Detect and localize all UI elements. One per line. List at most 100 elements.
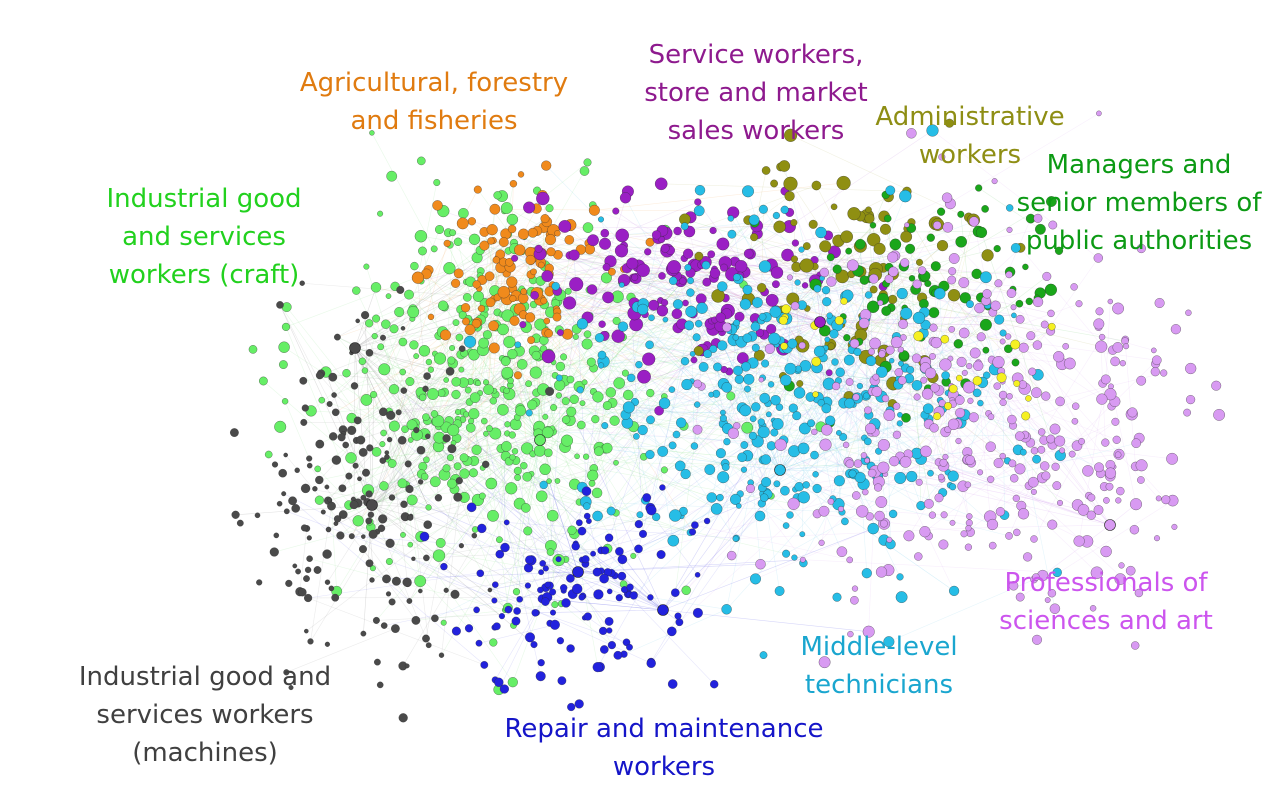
network-node xyxy=(352,515,364,527)
network-node xyxy=(996,372,1007,383)
network-node xyxy=(507,348,518,360)
network-edge xyxy=(279,304,367,473)
network-node xyxy=(534,318,547,331)
network-node xyxy=(609,415,620,426)
network-node xyxy=(520,461,528,470)
network-node xyxy=(434,494,443,502)
network-node xyxy=(379,481,389,491)
network-node xyxy=(773,480,781,488)
network-node xyxy=(555,361,566,372)
network-node xyxy=(710,503,723,515)
network-node xyxy=(525,409,533,417)
network-edge xyxy=(599,447,629,595)
network-node xyxy=(974,302,985,314)
network-edge xyxy=(1023,452,1056,609)
network-node xyxy=(571,583,583,595)
network-node xyxy=(927,469,934,477)
network-edge xyxy=(453,393,510,444)
network-node xyxy=(922,403,934,415)
network-node xyxy=(533,444,546,457)
network-edge xyxy=(527,396,665,532)
network-edge xyxy=(806,484,1010,537)
network-node xyxy=(754,510,766,522)
network-node xyxy=(1116,486,1125,496)
network-node xyxy=(576,318,589,330)
network-edge xyxy=(599,369,798,448)
network-edge xyxy=(354,361,592,387)
network-edge xyxy=(967,369,996,461)
network-edge xyxy=(577,493,768,573)
network-edge xyxy=(517,470,551,553)
network-node xyxy=(456,217,469,230)
network-node xyxy=(559,584,568,592)
network-node xyxy=(898,319,909,330)
network-edge xyxy=(802,559,1058,573)
network-node xyxy=(404,663,410,669)
network-node xyxy=(460,303,471,313)
network-edge xyxy=(574,454,651,485)
network-node xyxy=(1070,283,1078,291)
network-node xyxy=(636,511,644,519)
network-node xyxy=(418,461,428,471)
network-node xyxy=(896,573,904,581)
network-node xyxy=(438,652,445,658)
network-node xyxy=(1018,342,1029,353)
network-edge xyxy=(594,209,790,278)
network-node xyxy=(556,637,565,645)
network-node xyxy=(864,291,873,299)
network-node xyxy=(775,403,784,412)
network-node xyxy=(798,246,805,253)
network-edge xyxy=(686,384,822,544)
network-node xyxy=(471,444,482,455)
network-node xyxy=(405,376,415,387)
network-node xyxy=(716,493,724,502)
network-node xyxy=(1090,566,1104,579)
network-edge xyxy=(757,302,879,452)
network-node xyxy=(535,671,546,682)
network-node xyxy=(750,233,759,242)
network-edge xyxy=(364,234,551,371)
network-edge xyxy=(371,504,475,536)
network-node xyxy=(774,438,787,451)
network-edge xyxy=(384,229,440,370)
network-node xyxy=(782,522,790,529)
network-node xyxy=(541,270,554,283)
network-node xyxy=(377,210,384,217)
network-node xyxy=(478,337,490,349)
network-node xyxy=(1047,322,1056,331)
network-node xyxy=(769,305,782,318)
network-node xyxy=(440,619,447,626)
network-edge xyxy=(875,303,1080,378)
network-edge xyxy=(615,368,791,514)
network-node xyxy=(878,350,886,358)
network-node xyxy=(994,314,1005,325)
network-edge xyxy=(828,372,954,477)
network-node xyxy=(933,412,942,421)
network-edge xyxy=(753,195,790,223)
network-edge xyxy=(504,439,541,611)
network-node xyxy=(365,348,374,357)
network-node xyxy=(906,128,917,139)
network-edge xyxy=(836,251,849,326)
network-node xyxy=(481,460,490,469)
network-node xyxy=(1161,495,1171,505)
network-node xyxy=(936,239,949,252)
network-node xyxy=(561,415,571,424)
network-edge xyxy=(543,389,556,605)
network-node xyxy=(467,217,477,226)
network-node xyxy=(991,178,998,185)
network-node xyxy=(867,522,879,535)
network-node xyxy=(451,376,462,387)
network-node xyxy=(1166,452,1179,465)
network-node xyxy=(977,399,984,407)
network-node xyxy=(433,352,447,365)
network-node xyxy=(1101,438,1110,447)
network-node xyxy=(414,229,428,243)
network-node xyxy=(500,202,513,214)
network-edge xyxy=(607,383,698,573)
network-node xyxy=(416,156,426,166)
network-edge xyxy=(348,475,593,506)
network-node xyxy=(360,534,366,539)
label-repair-maintenance: Repair and maintenance workers xyxy=(496,710,832,786)
network-node xyxy=(646,415,655,425)
